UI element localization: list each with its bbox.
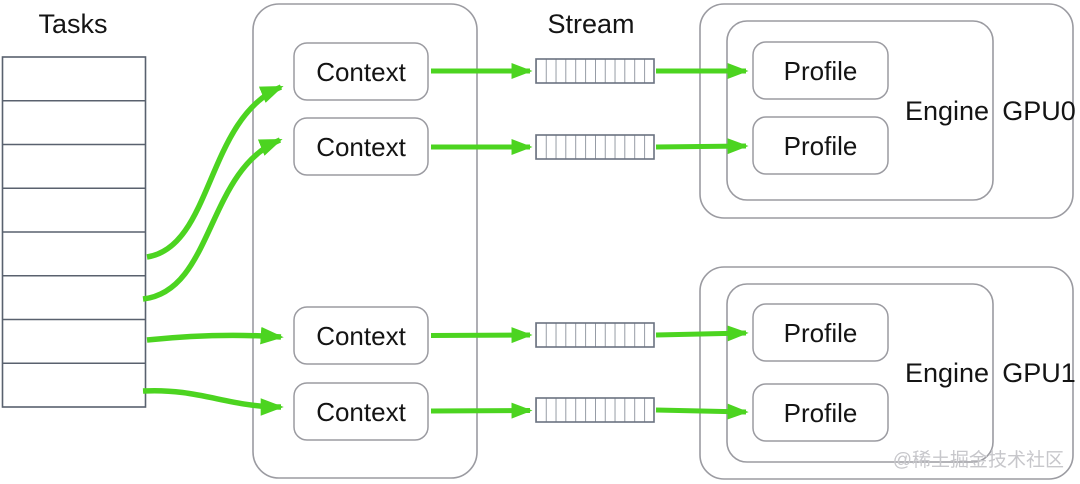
watermark: @稀土掘金技术社区 [893, 449, 1064, 471]
context-label: Context [316, 57, 406, 87]
engine-label: Engine [905, 358, 989, 388]
stream-to-profile-arrow-3 [655, 325, 749, 342]
stream-queue-3 [535, 322, 655, 348]
gpu0-label: GPU0 [1002, 96, 1076, 126]
profile-label: Profile [784, 131, 858, 161]
profile-label: Profile [784, 398, 858, 428]
context-box-4: Context [293, 382, 429, 441]
task-to-context-arrow-3 [146, 326, 284, 345]
context-label: Context [316, 132, 406, 162]
profile-box: Profile [752, 41, 889, 100]
task-to-context-arrow-1 [146, 84, 284, 260]
arrows [142, 63, 749, 420]
context-box-3: Context [293, 306, 429, 365]
context-box-1: Context [293, 42, 429, 101]
context-label: Context [316, 397, 406, 427]
profile-label: Profile [784, 56, 858, 86]
tasks-table [1, 56, 147, 408]
gpu1-box: Profile Profile Engine GPU1 [699, 266, 1076, 480]
task-to-context-arrow-4 [142, 387, 284, 416]
profile-box: Profile [752, 116, 889, 175]
context-to-stream-arrow-4 [430, 402, 533, 419]
profile-box: Profile [752, 383, 889, 442]
engine-label: Engine [905, 96, 989, 126]
task-to-context-arrow-2 [142, 137, 283, 302]
profile-box: Profile [752, 303, 889, 362]
gpu1-label: GPU1 [1002, 358, 1076, 388]
context-box-2: Context [293, 117, 429, 176]
context-label: Context [316, 321, 406, 351]
stream-queue-1 [535, 58, 655, 84]
stream-to-profile-arrow-4 [655, 403, 749, 420]
gpu0-box: Profile Profile Engine GPU0 [699, 3, 1076, 219]
tasks-label: Tasks [38, 9, 107, 39]
stream-to-profile-arrow-2 [655, 138, 749, 155]
stream-queue-2 [535, 134, 655, 160]
stream-label: Stream [547, 9, 634, 39]
stream-queue-4 [535, 397, 655, 423]
context-to-stream-arrow-3 [430, 327, 533, 344]
profile-label: Profile [784, 318, 858, 348]
